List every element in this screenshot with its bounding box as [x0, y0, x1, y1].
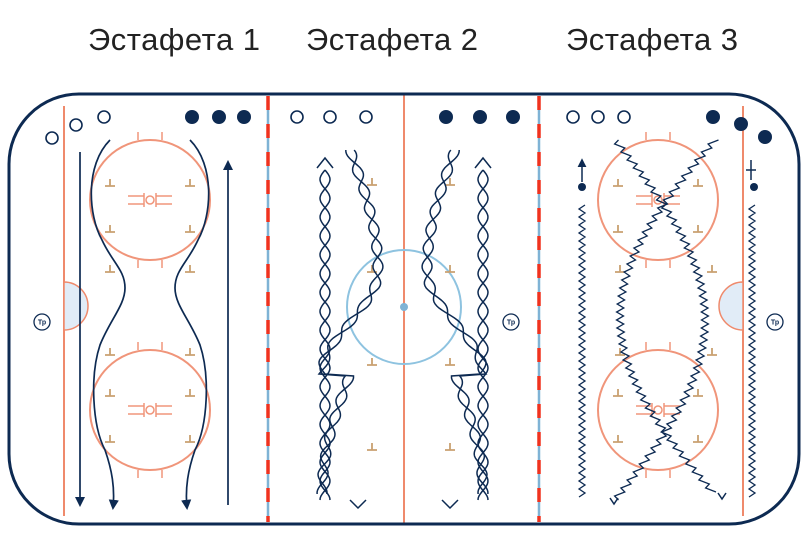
player-filled	[439, 110, 453, 124]
faceoff-circle	[89, 349, 211, 471]
braid-strand	[317, 149, 384, 495]
hash-mark	[445, 358, 455, 366]
faceoff-l-mark	[185, 389, 195, 397]
relay-2-title: Эстафета 2	[306, 22, 479, 57]
hash-mark	[615, 348, 625, 356]
braid-strand	[421, 149, 488, 495]
zigzag-arrow	[717, 492, 727, 501]
faceoff-circle	[89, 139, 211, 261]
faceoff-l-mark	[693, 389, 703, 397]
relay-3-title: Эстафета 3	[566, 22, 739, 57]
relay-1-weave-right	[174, 139, 210, 511]
coach-label-center: Тр	[507, 320, 515, 327]
hash-mark	[185, 265, 195, 273]
player-filled	[212, 110, 226, 124]
faceoff-circle	[597, 349, 719, 471]
player-open	[45, 131, 59, 145]
faceoff-l-mark	[613, 435, 623, 443]
faceoff-l-mark	[693, 225, 703, 233]
faceoff-l-mark	[105, 389, 115, 397]
relay-3-paths	[577, 139, 757, 506]
coach-marker-left: Тр	[33, 313, 51, 331]
relay-1-paths	[74, 139, 234, 511]
hash-mark	[367, 358, 377, 366]
player-filled	[758, 130, 772, 144]
faceoff-l-mark	[613, 179, 623, 187]
player-open	[591, 110, 605, 124]
player-open	[290, 110, 304, 124]
zigzag-path	[613, 139, 710, 501]
player-filled	[473, 110, 487, 124]
player-open	[617, 110, 631, 124]
coach-marker-right: Тр	[766, 313, 784, 331]
hash-mark	[445, 443, 455, 451]
player-open	[69, 118, 83, 132]
player-filled	[506, 110, 520, 124]
faceoff-l-mark	[693, 435, 703, 443]
faceoff-dot	[653, 195, 663, 205]
relay-1-title: Эстафета 1	[88, 22, 261, 57]
zigzag-path	[615, 139, 719, 493]
faceoff-l-mark	[105, 179, 115, 187]
left-goal-crease	[63, 281, 89, 331]
player-filled	[185, 110, 199, 124]
faceoff-l-mark	[185, 435, 195, 443]
relay-3-extras	[577, 158, 758, 191]
faceoff-l-mark	[185, 179, 195, 187]
player-filled	[237, 110, 251, 124]
hash-mark	[707, 265, 717, 273]
faceoff-l-mark	[105, 435, 115, 443]
faceoff-l-mark	[613, 225, 623, 233]
hash-mark	[367, 443, 377, 451]
hash-mark	[367, 265, 377, 273]
hash-mark	[615, 265, 625, 273]
rink-boards	[7, 92, 801, 526]
faceoff-circle	[597, 139, 719, 261]
hash-mark	[105, 348, 115, 356]
zigzag-path	[747, 204, 757, 498]
faceoff-dot	[653, 405, 663, 415]
hash-mark	[105, 265, 115, 273]
coach-label-left: Тр	[38, 320, 46, 327]
braid-strand	[477, 169, 489, 501]
coach-marker-center: Тр	[502, 313, 520, 331]
faceoff-dot	[145, 195, 155, 205]
faceoff-dot	[145, 405, 155, 415]
hash-mark	[185, 348, 195, 356]
coach-label-right: Тр	[771, 320, 779, 327]
right-goal-crease	[718, 281, 744, 331]
hash-mark	[707, 348, 717, 356]
player-filled	[706, 110, 720, 124]
hash-mark	[445, 265, 455, 273]
zigzag-arrow	[609, 497, 619, 506]
faceoff-l-mark	[693, 179, 703, 187]
zigzag-path	[577, 204, 587, 498]
braid-strand	[319, 169, 331, 501]
player-open	[97, 110, 111, 124]
player-open	[323, 110, 337, 124]
relay-2-arrowheads	[316, 156, 492, 510]
player-filled	[734, 117, 748, 131]
braid-strand	[319, 169, 331, 501]
hash-mark	[445, 178, 455, 186]
center-circle	[346, 249, 462, 365]
braid-strand	[316, 149, 383, 494]
player-open	[359, 110, 373, 124]
player-open	[566, 110, 580, 124]
braid-strand	[422, 149, 489, 494]
faceoff-l-mark	[105, 225, 115, 233]
relay-2-paths	[316, 149, 489, 501]
center-faceoff-dot	[400, 303, 408, 311]
faceoff-l-mark	[185, 225, 195, 233]
faceoff-l-mark	[613, 389, 623, 397]
hash-mark	[367, 178, 377, 186]
relay-1-weave-left	[90, 139, 126, 511]
